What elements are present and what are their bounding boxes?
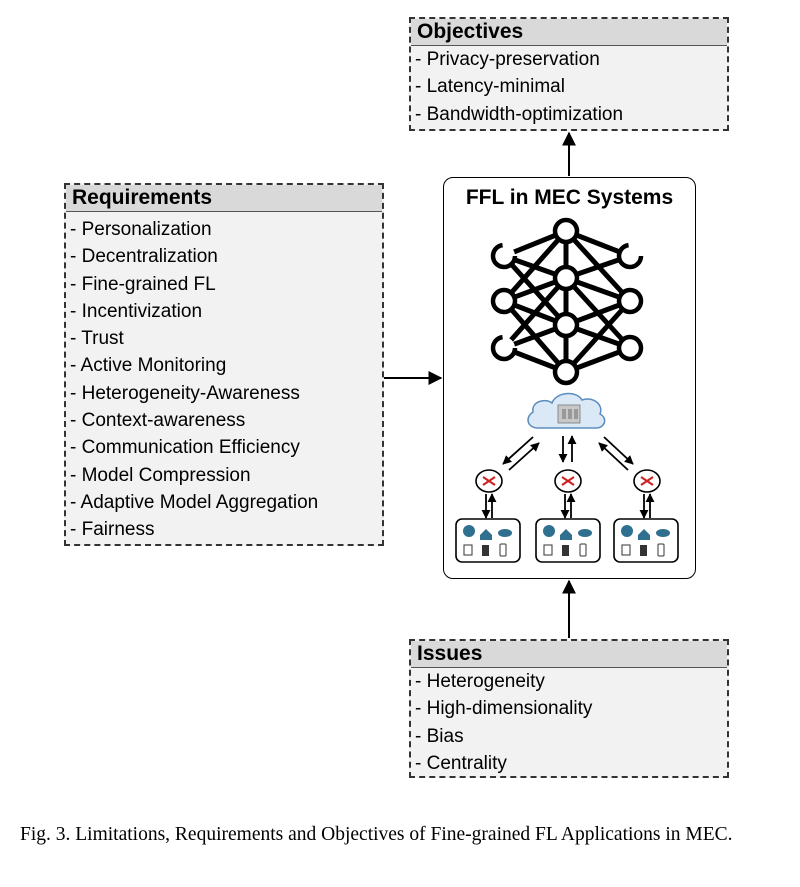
- objectives-box: Objectives - Privacy-preservation - Late…: [409, 17, 729, 131]
- center-title: FFL in MEC Systems: [465, 186, 674, 209]
- device-group-icon: [535, 518, 601, 563]
- requirement-item: - Fairness: [70, 519, 155, 541]
- cloud-router-arrows: [502, 435, 634, 471]
- issue-item: - Heterogeneity: [415, 671, 545, 692]
- requirement-item: - Fine-grained FL: [70, 273, 216, 295]
- requirement-item: - Active Monitoring: [70, 355, 227, 377]
- figure-caption: Fig. 3. Limitations, Requirements and Ob…: [20, 824, 733, 845]
- requirements-title: Requirements: [66, 185, 382, 212]
- requirement-item: - Adaptive Model Aggregation: [70, 491, 319, 513]
- objectives-title: Objectives: [411, 19, 727, 46]
- requirements-box: Requirements - Personalization - Decentr…: [64, 183, 384, 546]
- router-device-arrows: [481, 493, 655, 519]
- router-icon: [633, 469, 661, 493]
- device-group-icon: [455, 518, 521, 563]
- issue-item: - High-dimensionality: [415, 698, 593, 720]
- neural-network-icon: [501, 228, 633, 375]
- cloud-server-icon: [527, 392, 606, 429]
- requirement-item: - Heterogeneity-Awareness: [70, 382, 300, 404]
- requirement-item: - Incentivization: [70, 300, 203, 322]
- requirements-list: - Personalization - Decentralization - F…: [66, 216, 382, 544]
- device-group-icon: [613, 518, 679, 563]
- router-icon: [554, 469, 582, 493]
- issues-title: Issues: [411, 641, 727, 668]
- objective-item: - Bandwidth-optimization: [415, 103, 624, 125]
- issue-item: - Bias: [415, 725, 464, 747]
- requirement-item: - Communication Efficiency: [70, 437, 300, 459]
- requirement-item: - Personalization: [70, 219, 212, 240]
- issue-item: - Centrality: [415, 752, 507, 774]
- issues-box: Issues - Heterogeneity - High-dimensiona…: [409, 639, 729, 778]
- requirement-item: - Decentralization: [70, 246, 218, 268]
- requirement-item: - Model Compression: [70, 464, 251, 486]
- requirement-item: - Trust: [70, 328, 124, 350]
- router-icon: [475, 469, 503, 493]
- objective-item: - Privacy-preservation: [415, 49, 600, 70]
- neural-network-nodes: [490, 217, 644, 386]
- requirement-item: - Context-awareness: [70, 410, 246, 432]
- objective-item: - Latency-minimal: [415, 76, 565, 98]
